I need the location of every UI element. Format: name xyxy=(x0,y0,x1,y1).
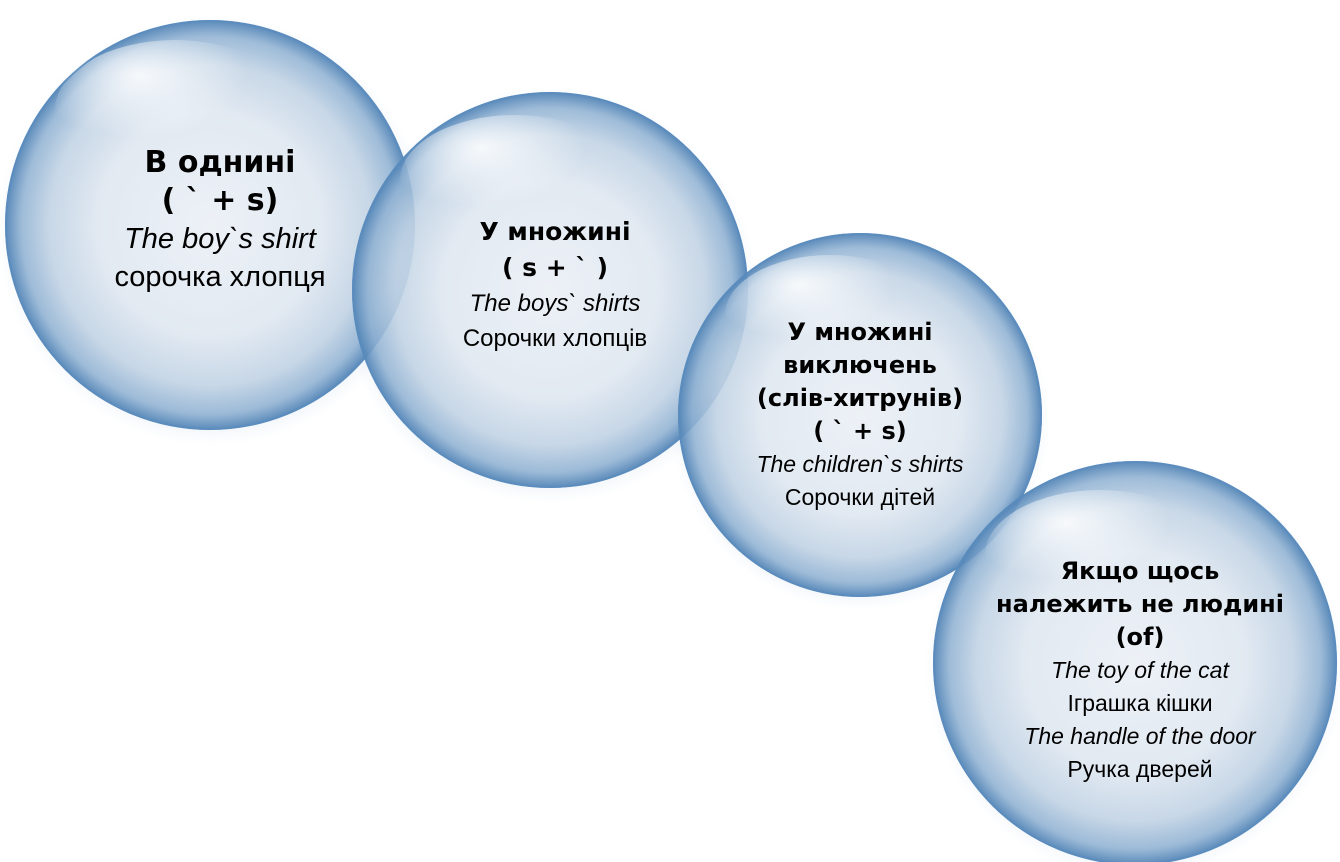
bubble-4-heading-line-3: (of) xyxy=(1115,622,1165,651)
bubble-2-content: У множині ( s + ` ) The boys` shirts Сор… xyxy=(405,185,705,385)
bubble-3-example: The children`s shirts xyxy=(756,451,964,477)
bubble-2-heading-line-2: ( s + ` ) xyxy=(502,253,608,282)
bubble-4-heading-line-2: належить не людині xyxy=(996,589,1284,618)
bubble-4-content: Якщо щось належить не людині (of) The to… xyxy=(960,530,1320,810)
bubble-3-translation: Сорочки дітей xyxy=(784,484,936,510)
bubble-2-heading-line-1: У множині xyxy=(479,217,631,246)
bubble-4-translation-2: Ручка дверей xyxy=(1067,755,1213,782)
bubble-3 xyxy=(678,233,1042,597)
bubble-1-heading-line-2: ( ` + s) xyxy=(161,183,279,218)
bubble-2-example: The boys` shirts xyxy=(469,290,641,317)
bubble-1-example: The boy`s shirt xyxy=(124,223,316,255)
bubble-4-example-1: The toy of the cat xyxy=(1051,656,1229,683)
bubble-1-translation: сорочка хлопця xyxy=(114,261,326,293)
bubble-3-heading-line-4: ( ` + s) xyxy=(813,417,907,445)
bubble-1-content: В однині ( ` + s) The boy`s shirt сорочк… xyxy=(70,110,370,330)
bubble-4-translation-1: Іграшка кішки xyxy=(1067,689,1213,716)
bubble-2 xyxy=(352,92,748,488)
bubble-3-heading-line-3: (слів-хитрунів) xyxy=(756,384,964,412)
bubble-4 xyxy=(933,461,1337,862)
bubble-3-heading-line-1: У множині xyxy=(787,318,933,346)
bubble-1-heading-line-1: В однині xyxy=(144,145,296,180)
bubble-3-content: У множині виключень (слів-хитрунів) ( ` … xyxy=(715,290,1005,540)
bubble-3-heading-line-2: виключень xyxy=(783,351,937,379)
bubble-4-example-2: The handle of the door xyxy=(1024,722,1256,749)
bubble-4-heading-line-1: Якщо щось xyxy=(1060,556,1220,585)
bubble-1 xyxy=(5,20,415,430)
bubble-2-translation: Сорочки хлопців xyxy=(462,325,648,352)
